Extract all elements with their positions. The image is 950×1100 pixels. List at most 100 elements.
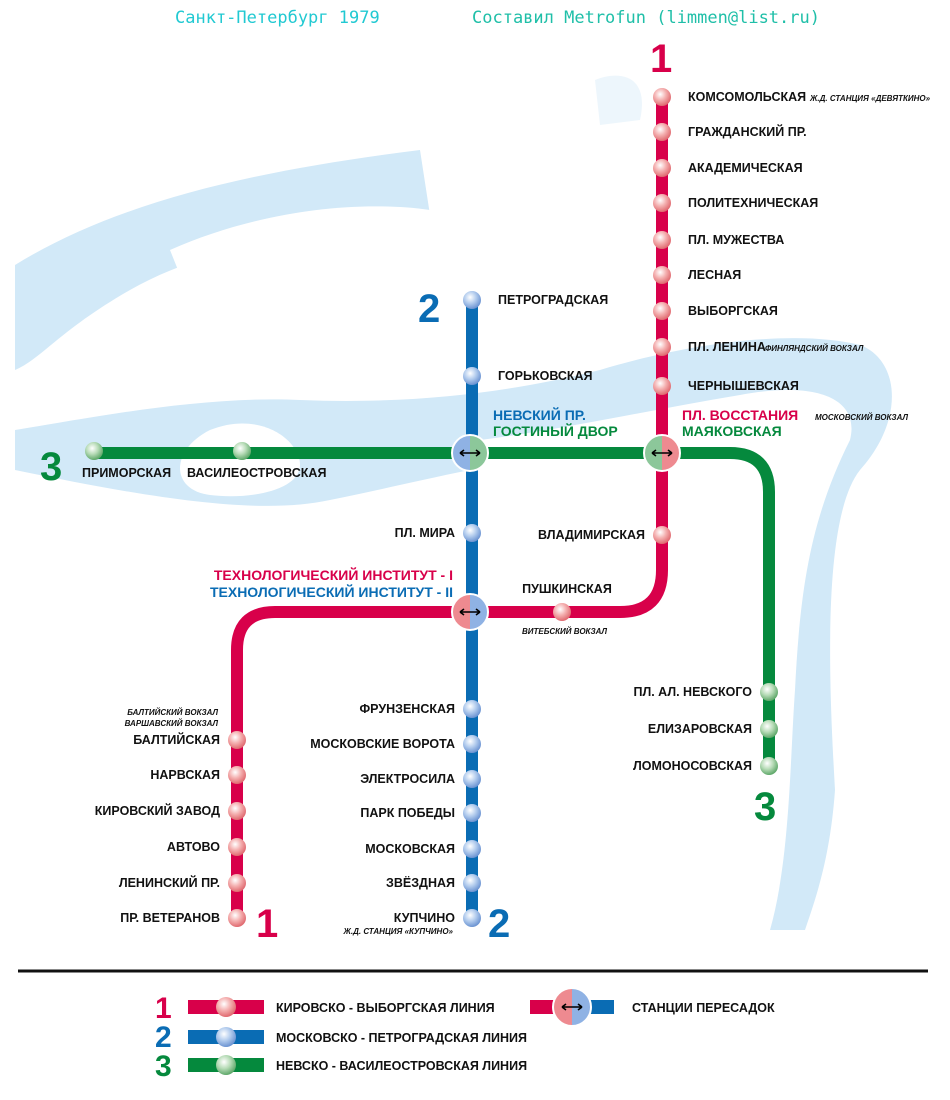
station-marker[interactable] (760, 757, 778, 775)
station-marker[interactable] (653, 266, 671, 284)
station-label: ПЛ. МИРА (395, 526, 455, 540)
station-l1-16[interactable]: АВТОВО (167, 838, 246, 856)
station-marker[interactable] (653, 123, 671, 141)
station-marker[interactable] (760, 683, 778, 701)
station-label: ЛЕНИНСКИЙ ПР. (119, 875, 220, 890)
station-l1-15[interactable]: КИРОВСКИЙ ЗАВОД (95, 802, 246, 820)
station-marker[interactable] (463, 735, 481, 753)
station-marker[interactable] (653, 231, 671, 249)
station-note: ВИТЕБСКИЙ ВОКЗАЛ (522, 627, 607, 636)
station-label: ГРАЖДАНСКИЙ ПР. (688, 124, 807, 139)
station-l2-8[interactable]: ПАРК ПОБЕДЫ (360, 804, 481, 822)
station-marker[interactable] (653, 194, 671, 212)
station-l1-0[interactable]: КОМСОМОЛЬСКАЯ (653, 88, 806, 106)
map-author[interactable]: Составил Metrofun (limmen@list.ru) (472, 8, 820, 28)
station-marker[interactable] (653, 88, 671, 106)
station-l1-10[interactable]: ВЛАДИМИРСКАЯ (538, 526, 671, 544)
station-l2-6[interactable]: МОСКОВСКИЕ ВОРОТА (310, 735, 481, 753)
station-l1-11[interactable]: ПУШКИНСКАЯ (522, 582, 612, 621)
station-marker[interactable] (463, 804, 481, 822)
station-marker[interactable] (653, 526, 671, 544)
station-l1-17[interactable]: ЛЕНИНСКИЙ ПР. (119, 874, 246, 892)
svg-text:СТАНЦИИ ПЕРЕСАДОК: СТАНЦИИ ПЕРЕСАДОК (632, 1001, 775, 1015)
station-marker[interactable] (228, 838, 246, 856)
station-label: ПАРК ПОБЕДЫ (360, 806, 455, 820)
station-label: АВТОВО (167, 840, 220, 854)
station-label: ПРИМОРСКАЯ (82, 466, 171, 480)
station-marker[interactable] (653, 302, 671, 320)
station-label: АКАДЕМИЧЕСКАЯ (688, 161, 803, 175)
station-marker[interactable] (463, 770, 481, 788)
station-label: ЭЛЕКТРОСИЛА (360, 772, 455, 786)
station-l1-2[interactable]: АКАДЕМИЧЕСКАЯ (653, 159, 803, 177)
station-l1-8[interactable]: ЧЕРНЫШЕВСКАЯ (653, 377, 799, 395)
station-l2-0[interactable]: ПЕТРОГРАДСКАЯ (463, 291, 608, 309)
station-marker[interactable] (228, 802, 246, 820)
station-note: ВАРШАВСКИЙ ВОКЗАЛ (125, 719, 219, 728)
station-label: НЕВСКИЙ ПР. (493, 406, 586, 423)
transfer-nevsky-gostiny[interactable] (451, 434, 489, 472)
station-l2-10[interactable]: ЗВЁЗДНАЯ (386, 874, 481, 892)
station-l2-5[interactable]: ФРУНЗЕНСКАЯ (359, 700, 481, 718)
station-l2-3[interactable]: ПЛ. МИРА (395, 524, 481, 542)
station-marker[interactable] (653, 159, 671, 177)
station-l3-1[interactable]: ВАСИЛЕОСТРОВСКАЯ (187, 442, 326, 480)
station-marker[interactable] (228, 909, 246, 927)
station-label: ПЛ. МУЖЕСТВА (688, 233, 784, 247)
transfer-tekhnologichesky[interactable] (451, 593, 489, 631)
svg-text:МОСКОВСКО - ПЕТРОГРАДСКАЯ ЛИНИ: МОСКОВСКО - ПЕТРОГРАДСКАЯ ЛИНИЯ (276, 1031, 527, 1045)
station-l1-6[interactable]: ВЫБОРГСКАЯ (653, 302, 778, 320)
station-marker[interactable] (85, 442, 103, 460)
station-note: Ж.Д. СТАНЦИЯ «ДЕВЯТКИНО» (809, 94, 931, 103)
station-marker[interactable] (553, 603, 571, 621)
station-note: БАЛТИЙСКИЙ ВОКЗАЛ (127, 708, 218, 717)
station-note: ФИНЛЯНДСКИЙ ВОКЗАЛ (765, 344, 864, 353)
station-l1-7[interactable]: ПЛ. ЛЕНИНА (653, 338, 766, 356)
station-l1-18[interactable]: ПР. ВЕТЕРАНОВ (120, 909, 246, 927)
legend-line-2: 2 МОСКОВСКО - ПЕТРОГРАДСКАЯ ЛИНИЯ (155, 1021, 527, 1054)
station-l2-9[interactable]: МОСКОВСКАЯ (365, 840, 481, 858)
station-marker[interactable] (653, 377, 671, 395)
station-note: Ж.Д. СТАНЦИЯ «КУПЧИНО» (342, 927, 453, 936)
station-marker[interactable] (228, 731, 246, 749)
station-label: ТЕХНОЛОГИЧЕСКИЙ ИНСТИТУТ - I (214, 566, 453, 583)
station-l3-5[interactable]: ЕЛИЗАРОВСКАЯ (648, 720, 778, 738)
station-marker[interactable] (228, 874, 246, 892)
station-l3-4[interactable]: ПЛ. АЛ. НЕВСКОГО (633, 683, 778, 701)
station-label: ПОЛИТЕХНИЧЕСКАЯ (688, 196, 818, 210)
station-marker[interactable] (463, 367, 481, 385)
station-label: ГОРЬКОВСКАЯ (498, 369, 593, 383)
station-l1-1[interactable]: ГРАЖДАНСКИЙ ПР. (653, 123, 807, 141)
station-l1-14[interactable]: НАРВСКАЯ (150, 766, 246, 784)
legend-line-1: 1 КИРОВСКО - ВЫБОРГСКАЯ ЛИНИЯ (155, 992, 495, 1025)
station-label: КИРОВСКИЙ ЗАВОД (95, 803, 220, 818)
station-marker[interactable] (463, 700, 481, 718)
line-3-track (94, 447, 775, 766)
station-label: ПЕТРОГРАДСКАЯ (498, 293, 608, 307)
station-l3-6[interactable]: ЛОМОНОСОВСКАЯ (633, 757, 778, 775)
station-marker[interactable] (760, 720, 778, 738)
map-title: Санкт-Петербург 1979 (175, 8, 380, 28)
station-l1-3[interactable]: ПОЛИТЕХНИЧЕСКАЯ (653, 194, 818, 212)
station-l2-11[interactable]: КУПЧИНО (394, 909, 481, 927)
station-marker[interactable] (463, 840, 481, 858)
station-marker[interactable] (228, 766, 246, 784)
station-l2-1[interactable]: ГОРЬКОВСКАЯ (463, 367, 593, 385)
transfer-vosstaniya-mayakovskaya[interactable] (643, 434, 681, 472)
station-l1-4[interactable]: ПЛ. МУЖЕСТВА (653, 231, 784, 249)
station-label: КУПЧИНО (394, 911, 455, 925)
station-marker[interactable] (463, 909, 481, 927)
station-marker[interactable] (463, 291, 481, 309)
station-l2-7[interactable]: ЭЛЕКТРОСИЛА (360, 770, 481, 788)
station-label: ПЛ. АЛ. НЕВСКОГО (633, 685, 752, 699)
station-marker[interactable] (233, 442, 251, 460)
station-l1-5[interactable]: ЛЕСНАЯ (653, 266, 741, 284)
station-marker[interactable] (653, 338, 671, 356)
station-l1-13[interactable]: БАЛТИЙСКАЯ (133, 731, 246, 749)
station-l3-0[interactable]: ПРИМОРСКАЯ (82, 442, 171, 480)
station-marker[interactable] (463, 874, 481, 892)
station-label: ВЛАДИМИРСКАЯ (538, 528, 645, 542)
station-marker[interactable] (463, 524, 481, 542)
station-label: МОСКОВСКИЕ ВОРОТА (310, 737, 455, 751)
